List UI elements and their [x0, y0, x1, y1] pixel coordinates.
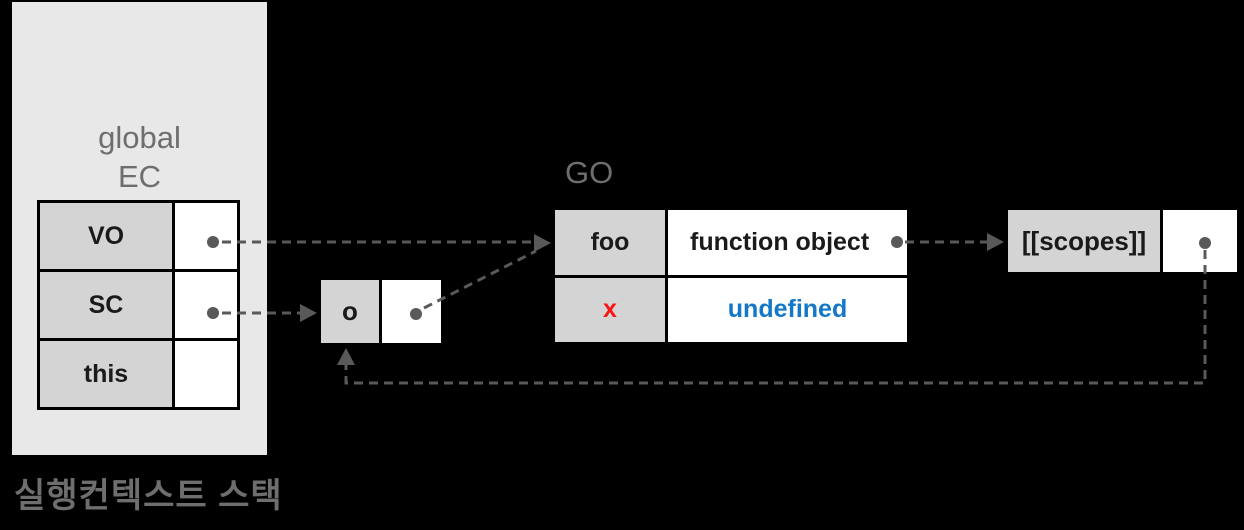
global-ec-title-line2: EC: [117, 159, 162, 194]
table-row-vo: VO: [40, 203, 237, 272]
table-row-foo: foo function object: [555, 210, 907, 278]
vo-pointer-cell: [175, 203, 237, 269]
global-ec-table: VO SC this: [37, 200, 240, 410]
global-ec-title: global EC: [12, 118, 267, 196]
go-table: foo function object x undefined: [552, 207, 910, 345]
sc-pointer-cell: [175, 272, 237, 338]
foo-key-cell: foo: [555, 210, 668, 275]
sc-key-cell: SC: [40, 272, 175, 338]
object-box: o: [318, 277, 444, 346]
this-empty-cell: [175, 341, 237, 407]
scopes-box: [[scopes]]: [1005, 207, 1240, 275]
foo-value-cell: function object: [668, 210, 907, 275]
execution-context-stack-panel: global EC VO SC this: [12, 2, 267, 455]
global-ec-title-line1: global: [98, 120, 181, 155]
scopes-pointer-cell: [1163, 210, 1237, 272]
x-key-cell: x: [555, 277, 668, 342]
table-row-x: x undefined: [555, 277, 907, 342]
scopes-key-cell: [[scopes]]: [1008, 210, 1163, 272]
object-key-cell: o: [321, 280, 382, 343]
go-title: GO: [565, 155, 614, 190]
table-row-this: this: [40, 341, 237, 407]
this-key-cell: this: [40, 341, 175, 407]
stack-caption: 실행컨텍스트 스택: [14, 477, 283, 515]
vo-key-cell: VO: [40, 203, 175, 269]
object-pointer-cell: [382, 280, 441, 343]
arrow-vo-to-go: [222, 234, 551, 252]
x-value-cell: undefined: [668, 277, 907, 342]
arrow-function-object-to-scopes: [905, 233, 1004, 251]
table-row-sc: SC: [40, 272, 237, 341]
